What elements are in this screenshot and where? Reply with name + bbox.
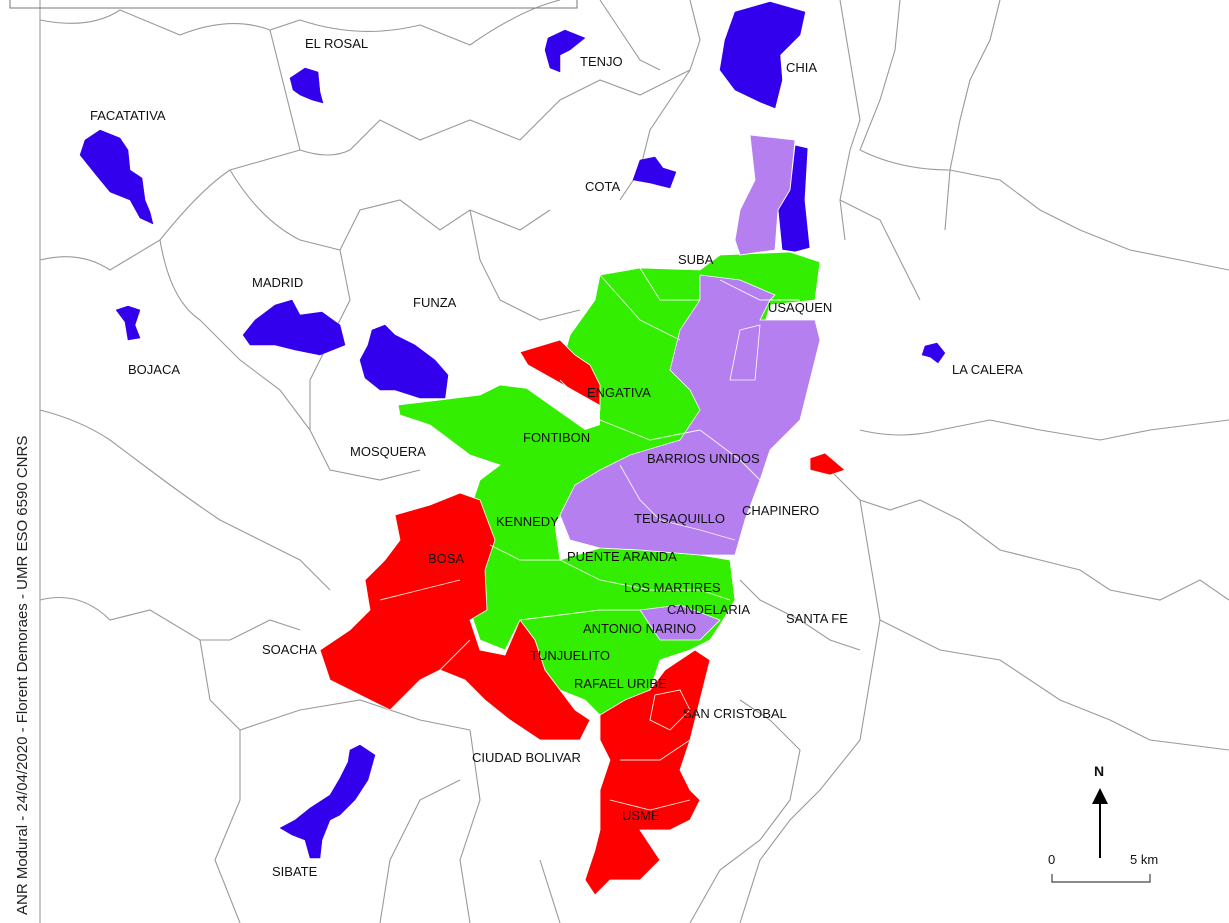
label-mosquera: MOSQUERA: [350, 444, 426, 459]
label-antonio-narino: ANTONIO NARINO: [583, 621, 696, 636]
label-la-calera: LA CALERA: [952, 362, 1023, 377]
municipal-boundaries: [39, 0, 1229, 923]
scale-bar: 0 5 km: [1048, 852, 1158, 883]
town-sibate: [279, 744, 376, 859]
label-ciudad-bolivar: CIUDAD BOLIVAR: [472, 750, 581, 765]
label-tenjo: TENJO: [580, 54, 623, 69]
label-los-martires: LOS MARTIRES: [624, 580, 721, 595]
urban-areas: [319, 134, 846, 896]
label-puente-aranda: PUENTE ARANDA: [567, 549, 677, 564]
label-tunjuelito: TUNJUELITO: [530, 648, 610, 663]
label-madrid: MADRID: [252, 275, 303, 290]
red-zone-bosa: [319, 492, 591, 741]
label-bojaca: BOJACA: [128, 362, 180, 377]
label-chia: CHIA: [786, 60, 817, 75]
label-engativa: ENGATIVA: [587, 385, 651, 400]
label-san-cristobal: SAN CRISTOBAL: [683, 706, 787, 721]
town-chia: [719, 1, 806, 109]
label-el-rosal: EL ROSAL: [305, 36, 368, 51]
label-facatativa: FACATATIVA: [90, 108, 166, 123]
scale-end-label: 5 km: [1130, 852, 1158, 867]
town-facatativa: [79, 129, 154, 225]
label-santa-fe: SANTA FE: [786, 611, 848, 626]
label-cota: COTA: [585, 179, 620, 194]
label-candelaria: CANDELARIA: [667, 602, 750, 617]
town-la-calera: [921, 342, 946, 364]
town-cota: [632, 156, 677, 189]
place-labels: EL ROSAL TENJO CHIA FACATATIVA COTA SUBA…: [90, 36, 1023, 879]
label-suba: SUBA: [678, 252, 714, 267]
label-funza: FUNZA: [413, 295, 457, 310]
label-usme: USME: [622, 808, 660, 823]
blue-zone-usaquen: [777, 144, 811, 253]
label-teusaquillo: TEUSAQUILLO: [634, 511, 725, 526]
legend-frame: [9, 0, 578, 9]
north-label: N: [1094, 763, 1104, 779]
town-tenjo: [544, 29, 586, 73]
label-sibate: SIBATE: [272, 864, 318, 879]
label-fontibon: FONTIBON: [523, 430, 590, 445]
scale-start-label: 0: [1048, 852, 1055, 867]
label-kennedy: KENNEDY: [496, 514, 559, 529]
label-soacha: SOACHA: [262, 642, 317, 657]
label-bosa: BOSA: [428, 551, 464, 566]
label-rafael-uribe: RAFAEL URIBE: [574, 676, 667, 691]
label-usaquen: USAQUEN: [768, 300, 832, 315]
label-chapinero: CHAPINERO: [742, 503, 819, 518]
outlying-towns: [79, 1, 946, 859]
north-arrow: N: [1092, 763, 1108, 858]
label-barrios-unidos: BARRIOS UNIDOS: [647, 451, 760, 466]
credit-text: ANR Modural - 24/04/2020 - Florent Demor…: [14, 435, 31, 915]
town-madrid: [242, 299, 346, 356]
town-bojaca: [115, 305, 141, 341]
town-funza: [359, 324, 449, 399]
town-el-rosal: [289, 67, 324, 104]
